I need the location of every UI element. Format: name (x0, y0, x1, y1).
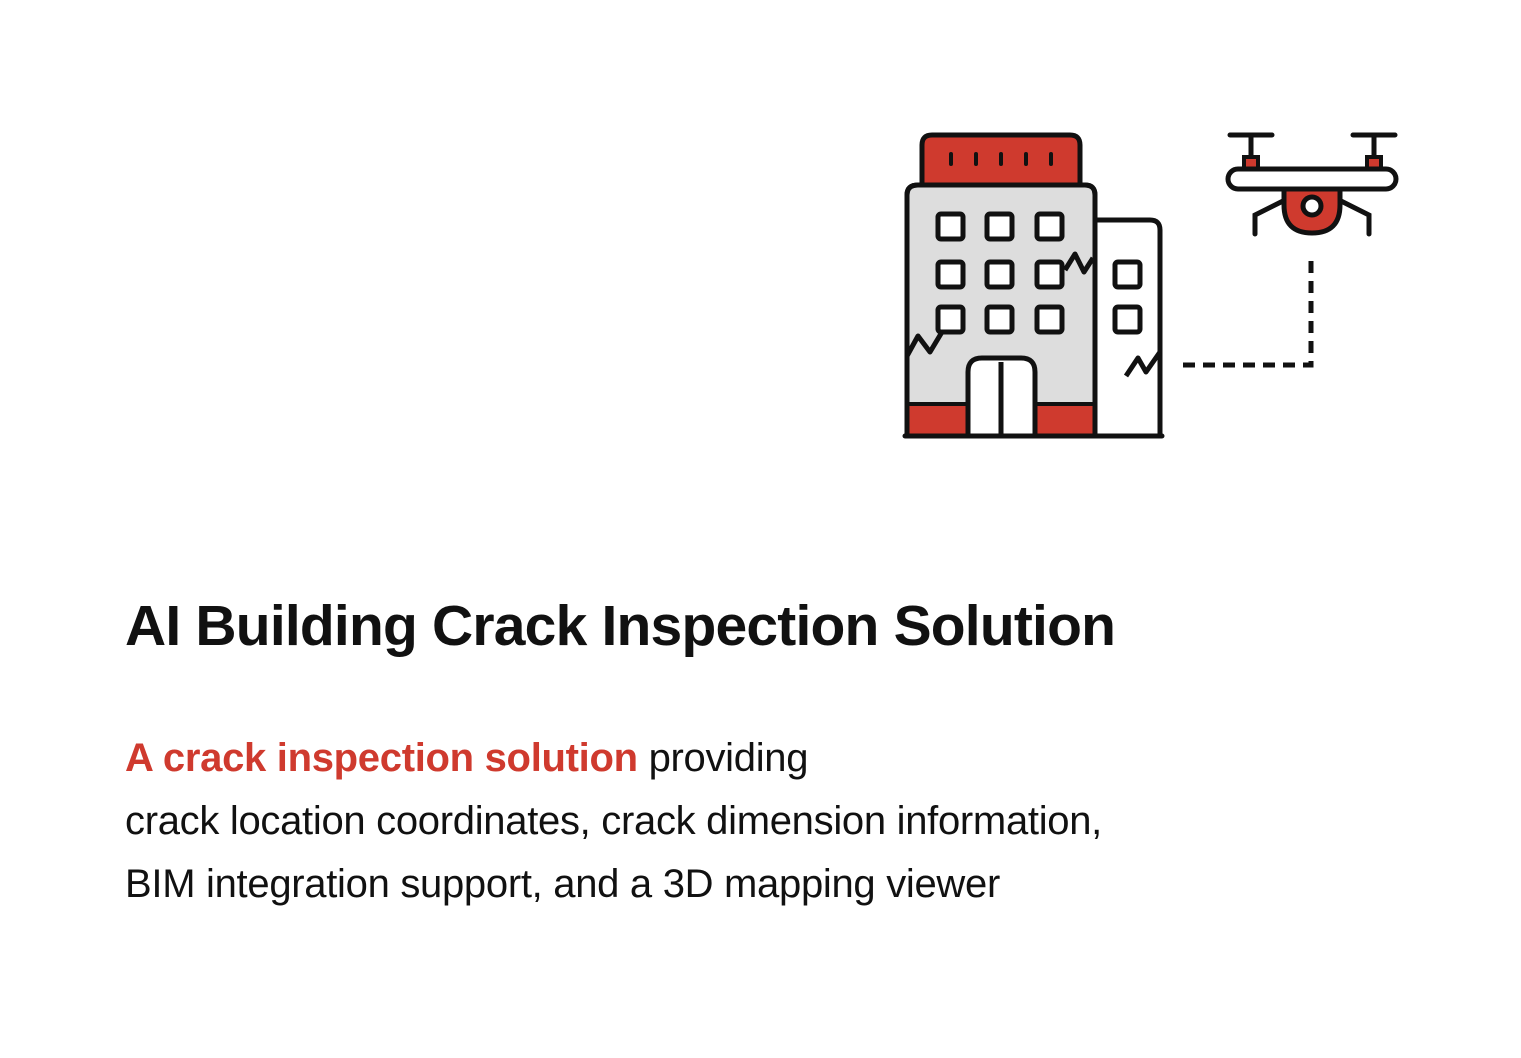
crack-inspection-illustration (902, 132, 1399, 439)
highlight-text: A crack inspection solution (125, 736, 638, 780)
crack-icon (904, 330, 945, 358)
description-line-1: A crack inspection solution providing (125, 727, 1102, 790)
page-title: AI Building Crack Inspection Solution (125, 594, 1116, 658)
solution-description: A crack inspection solution providing cr… (125, 727, 1102, 916)
description-line-2: crack location coordinates, crack dimens… (125, 799, 1102, 843)
dashed-link-line (1183, 258, 1314, 368)
crack-icon (1123, 350, 1163, 378)
description-line-1-rest: providing (637, 736, 809, 780)
drone-icon (1225, 132, 1399, 237)
building-icon (902, 132, 1165, 439)
annex-building-icon (1087, 217, 1163, 439)
description-line-3: BIM integration support, and a 3D mappin… (125, 862, 1000, 906)
crack-icon (1062, 251, 1096, 275)
